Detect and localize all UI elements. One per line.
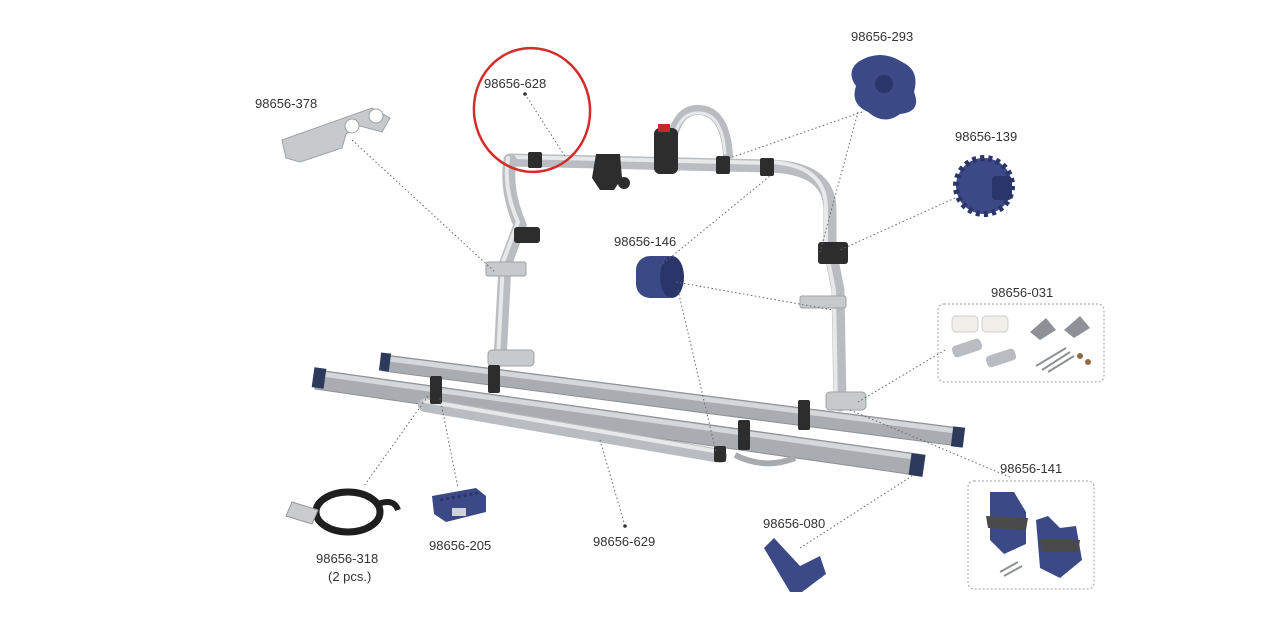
label-part-629[interactable]: 98656-629: [593, 534, 655, 549]
label-part-139[interactable]: 98656-139: [955, 129, 1017, 144]
label-part-141[interactable]: 98656-141: [1000, 461, 1062, 476]
label-part-205[interactable]: 98656-205: [429, 538, 491, 553]
bracket-080-drawing: [764, 538, 826, 592]
highlight-ring: [472, 46, 592, 174]
leader-lines: [351, 92, 1013, 549]
knob-139-drawing: [953, 155, 1015, 217]
part-labels: 98656-628 98656-293 98656-378 98656-139 …: [255, 29, 1062, 584]
label-part-318-note: (2 pcs.): [328, 569, 371, 584]
holder-378-drawing: [281, 107, 391, 163]
label-part-293[interactable]: 98656-293: [851, 29, 913, 44]
label-part-146[interactable]: 98656-146: [614, 234, 676, 249]
strap-318-drawing: [285, 488, 401, 536]
label-part-318[interactable]: 98656-318: [316, 551, 378, 566]
rails: [311, 352, 966, 477]
clip-205-drawing: [432, 488, 486, 522]
cap-146-drawing: [636, 256, 684, 298]
label-part-628[interactable]: 98656-628: [484, 76, 546, 91]
kit-141-drawing: [967, 480, 1095, 590]
label-part-378[interactable]: 98656-378: [255, 96, 317, 111]
kit-031-drawing: [937, 303, 1105, 383]
knob-293-drawing: [851, 55, 917, 120]
label-part-080[interactable]: 98656-080: [763, 516, 825, 531]
label-part-031[interactable]: 98656-031: [991, 285, 1053, 300]
